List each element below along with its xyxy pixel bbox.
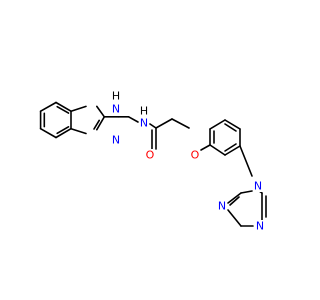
triazole-bond-1 <box>240 190 253 194</box>
phenyl-bond-5-inner <box>224 143 237 152</box>
n-amide-label: N <box>140 117 148 130</box>
imidazole-bond-n-c <box>70 127 87 135</box>
triazole-bond-2 <box>227 192 242 204</box>
o-carbonyl-label: O <box>146 149 155 162</box>
amide-bond-c-ch2 <box>155 118 173 129</box>
phenyl-bond-5 <box>224 145 241 156</box>
n-triazole-3-atom: N <box>255 220 265 233</box>
o-carbonyl-atom: O <box>145 149 155 162</box>
ch2-o-bond <box>171 118 190 129</box>
imidazole-bond-c2-n-inner <box>93 119 100 130</box>
n-triazole-2-label: N <box>218 200 226 213</box>
o-ether-atom: O <box>190 149 200 162</box>
benzo-bond-6 <box>39 101 57 112</box>
h-amide-label: H <box>140 105 148 118</box>
nh-benzimidazole-atom: N H <box>111 90 121 116</box>
n-triazole-1-atom: N <box>253 180 263 193</box>
phenyl-triazole-bond <box>239 145 253 177</box>
o-aryl-bond <box>200 144 211 151</box>
triazole-bond-2-inner <box>229 196 240 206</box>
amide-bond-n-c <box>149 123 157 129</box>
phenyl-bond-3-inner <box>224 123 237 132</box>
phenyl-bond-3 <box>224 119 241 130</box>
n-benzimidazole-nh-label: N <box>112 103 120 116</box>
benzo-bond-3-inner <box>56 126 70 135</box>
benzo-bond-3 <box>55 127 72 139</box>
atom-labels: N H N N H O O N N <box>111 90 265 233</box>
h-benzimidazole-label: H <box>112 90 120 103</box>
bonds <box>39 101 267 227</box>
imidazole-bond-nh-c2 <box>96 105 106 118</box>
n-benzimidazole-label: N <box>112 134 120 147</box>
benzo-bond-2 <box>39 127 57 139</box>
benzo-bond-5-inner <box>56 105 70 114</box>
n-triazole-3-label: N <box>256 220 264 233</box>
nh-amide-atom: N H <box>139 105 149 130</box>
n-triazole-1-label: N <box>254 180 262 193</box>
molecule-structure: N H N N H O O N N <box>39 90 267 233</box>
n-benzimidazole-atom: N <box>111 134 121 147</box>
imidazole-bond-c2-n <box>96 116 106 131</box>
triazole-bond-3 <box>227 209 242 227</box>
phenyl-bond-6 <box>209 144 226 156</box>
imidazole-bond-c-nh <box>70 105 87 112</box>
benzo-bond-5 <box>55 101 72 112</box>
n-triazole-2-atom: N <box>217 200 227 213</box>
o-ether-label: O <box>191 149 200 162</box>
ethyl-bond-3 <box>127 116 139 123</box>
phenyl-bond-2 <box>209 119 226 130</box>
